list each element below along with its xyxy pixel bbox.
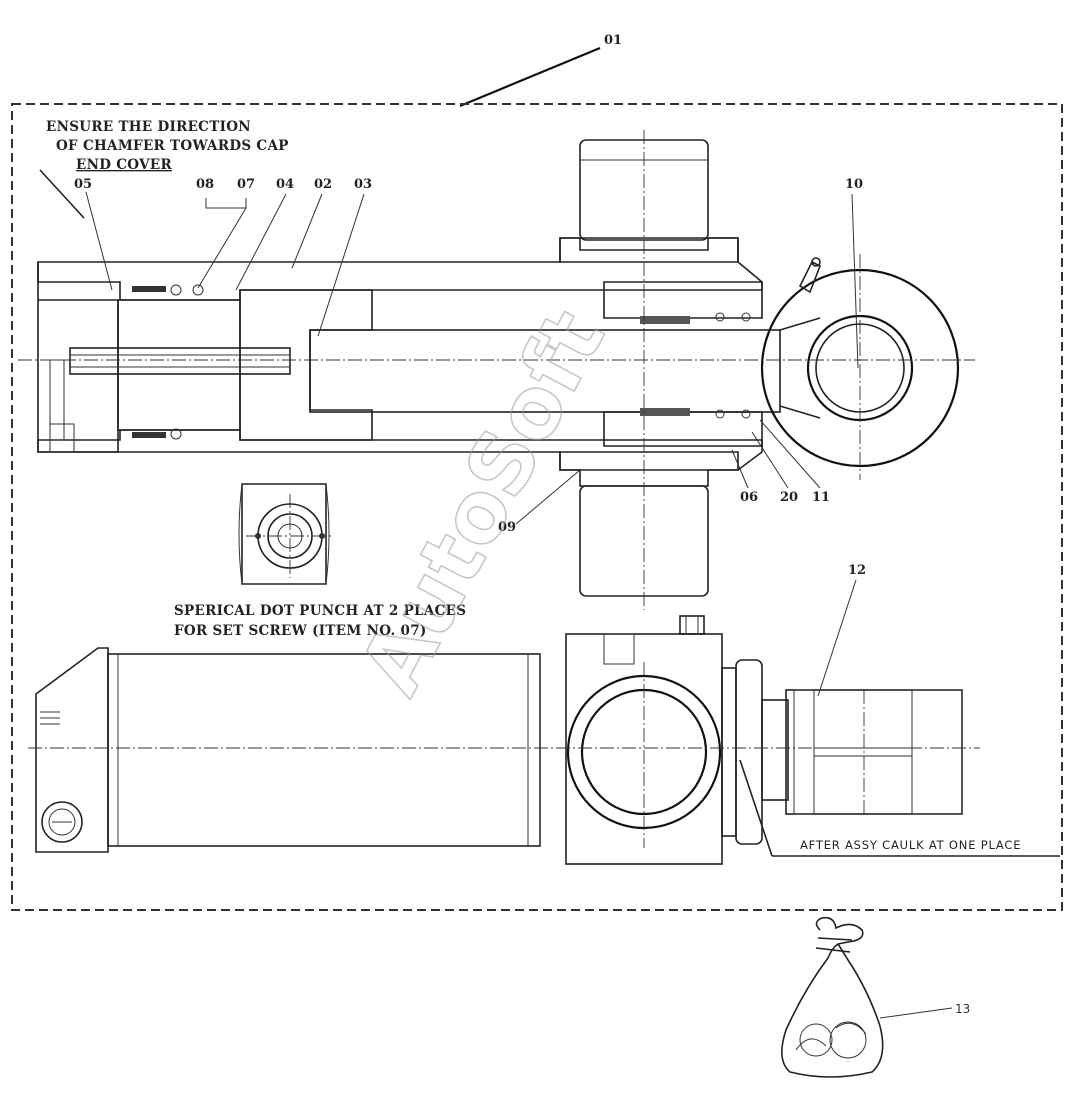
gland-bottom — [603, 411, 763, 447]
callout-04: 04 — [276, 177, 294, 192]
grease-fitting-top — [679, 615, 705, 635]
piston-rod — [309, 329, 781, 413]
gland-flange — [721, 667, 737, 837]
exterior-view — [28, 615, 980, 865]
callout-03: 03 — [354, 177, 372, 192]
leader-caulk-diag — [739, 759, 773, 857]
port-boss-bottom-mount — [559, 451, 739, 487]
callout-13: 13 — [955, 1002, 970, 1016]
callout-20: 20 — [780, 490, 798, 505]
callout-leaders — [85, 191, 953, 1019]
gland-top — [603, 281, 763, 319]
parts-bag-icon — [781, 916, 884, 1078]
note-chamfer-3: END COVER — [76, 157, 172, 173]
callout-06: 06 — [740, 490, 758, 505]
cap-end-port — [49, 359, 65, 441]
piston-bolt — [69, 347, 291, 375]
callout-08: 08 — [196, 177, 214, 192]
piston — [117, 299, 241, 431]
cap-end-plug — [49, 423, 75, 453]
leader-chamfer — [39, 169, 85, 219]
cap-end-exterior — [35, 647, 109, 853]
callout-09: 09 — [498, 520, 516, 535]
note-dot-punch-2: FOR SET SCREW (ITEM NO. 07) — [174, 623, 427, 639]
rod-eye-section — [785, 689, 963, 815]
barrel-tube — [107, 653, 541, 847]
assembly-frame — [11, 103, 1063, 911]
callout-07: 07 — [237, 177, 255, 192]
callout-10: 10 — [845, 177, 863, 192]
callout-11: 11 — [812, 490, 830, 505]
callout-12: 12 — [848, 563, 866, 578]
note-chamfer-1: ENSURE THE DIRECTION — [46, 119, 251, 135]
leader-01 — [459, 46, 601, 108]
section-view — [18, 130, 975, 610]
note-caulk: AFTER ASSY CAULK AT ONE PLACE — [800, 838, 1021, 852]
dot-punch-detail — [238, 483, 334, 585]
note-dot-punch-1: SPERICAL DOT PUNCH AT 2 PLACES — [174, 603, 466, 619]
callout-01: 01 — [604, 33, 622, 48]
grease-nipple — [798, 260, 822, 294]
piston-nut — [239, 289, 373, 441]
note-chamfer-2: OF CHAMFER TOWARDS CAP — [56, 138, 289, 154]
callout-05: 05 — [74, 177, 92, 192]
watermark: AutoSoft — [341, 295, 624, 710]
callout-02: 02 — [314, 177, 332, 192]
